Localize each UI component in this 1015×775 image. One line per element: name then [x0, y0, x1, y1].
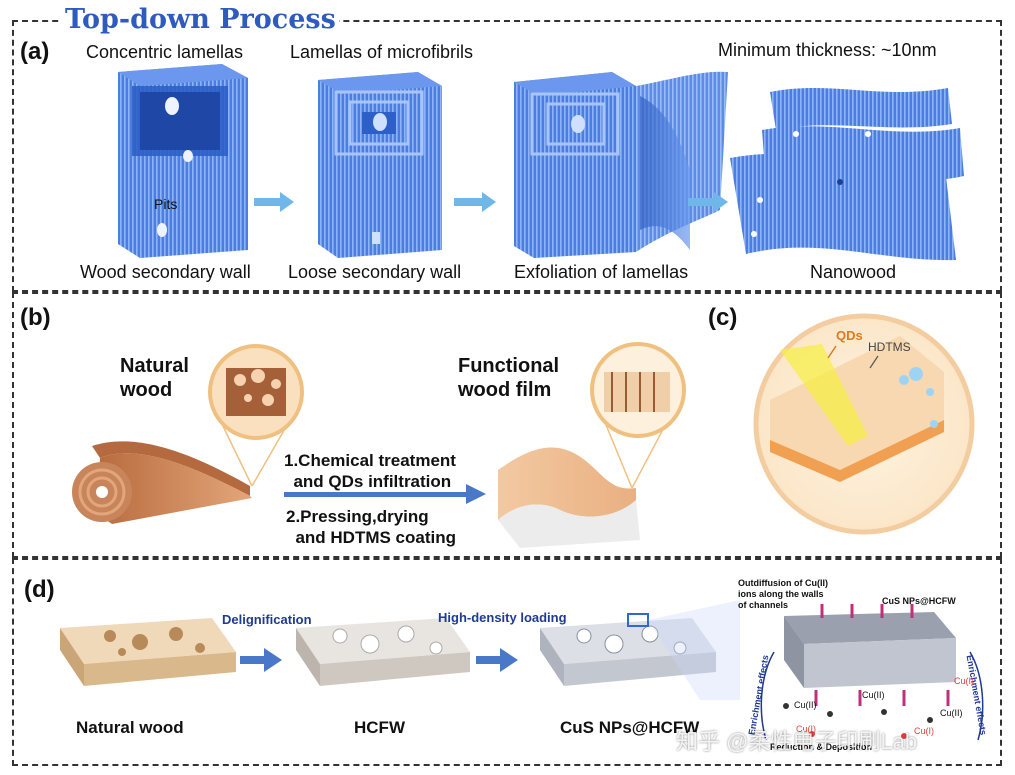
- nanowood-sheets: [730, 88, 964, 261]
- panel-b-label: (b): [20, 304, 51, 331]
- label-loose-secondary-wall: Loose secondary wall: [288, 262, 462, 282]
- inset-reduction: Reduction & Deposition: [770, 742, 872, 752]
- label-natural-wood: Natural wood: [120, 355, 189, 401]
- inset-mechanism: [740, 588, 996, 752]
- panel-a-label: (a): [20, 38, 50, 65]
- hcfw-block: [296, 618, 470, 686]
- inset-cu-3: Cu(II): [862, 690, 885, 700]
- wood-secondary-wall-block: [118, 64, 248, 258]
- inset-product-label: CuS NPs@HCFW: [882, 596, 956, 606]
- panel-d-label: (d): [24, 576, 55, 603]
- section-title: Top-down Process: [62, 4, 339, 35]
- label-exfoliation: Exfoliation of lamellas: [514, 262, 689, 282]
- inset-cu-5: Cu(II): [940, 708, 963, 718]
- label-minimum-thickness: Minimum thickness: ~10nm: [718, 40, 937, 60]
- label-nanowood: Nanowood: [810, 262, 897, 282]
- label-hcfw: HCFW: [354, 718, 405, 737]
- label-cus-hcfw: CuS NPs@HCFW: [560, 718, 700, 737]
- cus-hcfw-block: [540, 600, 740, 700]
- inset-cu-1: Cu(II): [794, 700, 817, 710]
- label-pits: Pits: [154, 196, 178, 212]
- label-high-density-loading: High-density loading: [438, 610, 567, 625]
- label-natural-wood-d: Natural wood: [76, 718, 184, 737]
- label-concentric-lamellas: Concentric lamellas: [86, 42, 244, 62]
- label-qds: QDs: [836, 328, 863, 343]
- label-functional-film: Functional wood film: [458, 355, 560, 401]
- inset-cu-4: Cu(I): [914, 726, 934, 736]
- panel-d-arrows: [240, 648, 518, 672]
- panel-a-arrows: [254, 192, 728, 212]
- panel-c-circle: [753, 313, 975, 535]
- label-lamellas-microfibrils: Lamellas of microfibrils: [290, 42, 474, 62]
- process-arrow: [284, 484, 486, 504]
- label-delignification: Delignification: [222, 612, 312, 627]
- label-step1: 1.Chemical treatment and QDs infiltratio…: [284, 451, 456, 491]
- natural-wood-roll: [72, 441, 252, 524]
- label-step2: 2.Pressing,drying and HDTMS coating: [286, 507, 456, 547]
- panel-bc-frame: [12, 292, 1002, 558]
- inset-title: Outdiffusion of Cu(II) ions along the wa…: [738, 578, 828, 610]
- inset-cu-6: Cu(I): [954, 676, 974, 686]
- functional-film: [498, 447, 640, 548]
- label-hdtms: HDTMS: [868, 340, 911, 354]
- panel-c-label: (c): [708, 304, 738, 331]
- natural-wood-block-d: [60, 618, 236, 686]
- panel-a-frame: [12, 20, 1002, 292]
- label-wood-secondary-wall: Wood secondary wall: [80, 262, 251, 282]
- natural-wood-zoom-circle: [208, 344, 304, 487]
- panel-d-frame: [12, 558, 1002, 766]
- film-zoom-circle: [590, 342, 686, 489]
- watermark: 知乎 @柔性电子印刷Lab: [676, 729, 918, 754]
- exfoliation-block: [514, 71, 728, 258]
- loose-secondary-wall-block: [318, 72, 442, 258]
- inset-cu-2: Cu(I): [796, 724, 816, 734]
